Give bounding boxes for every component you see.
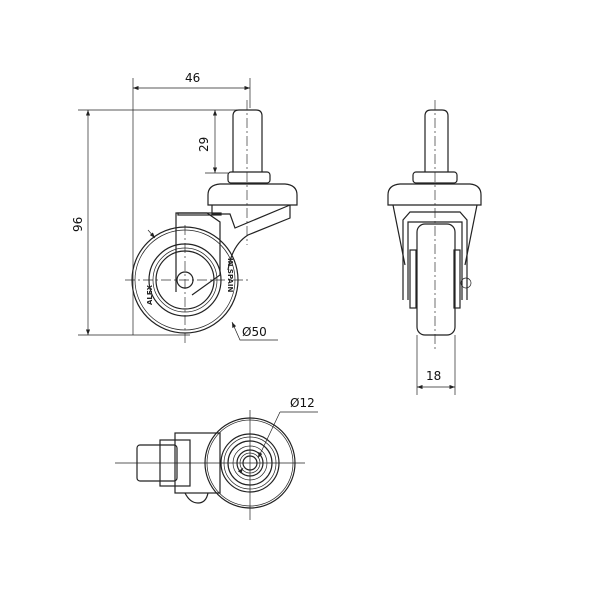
wheel-brand-marking: ALEX: [146, 284, 154, 305]
dimension-width: 46: [185, 71, 200, 85]
side-view: ALEX IN SPAIN 46 96 29 Ø50: [71, 71, 298, 345]
dimension-height: 96: [71, 217, 85, 232]
dimension-wheel-diameter: Ø50: [242, 325, 267, 339]
wheel-origin-marking: IN SPAIN: [226, 258, 234, 292]
dimension-wheel-width: 18: [426, 369, 441, 383]
dimension-stem-length: 29: [197, 137, 211, 152]
bottom-view: Ø12: [115, 396, 318, 520]
dimension-axle-diameter: Ø12: [290, 396, 315, 410]
front-view: 18: [387, 100, 482, 395]
